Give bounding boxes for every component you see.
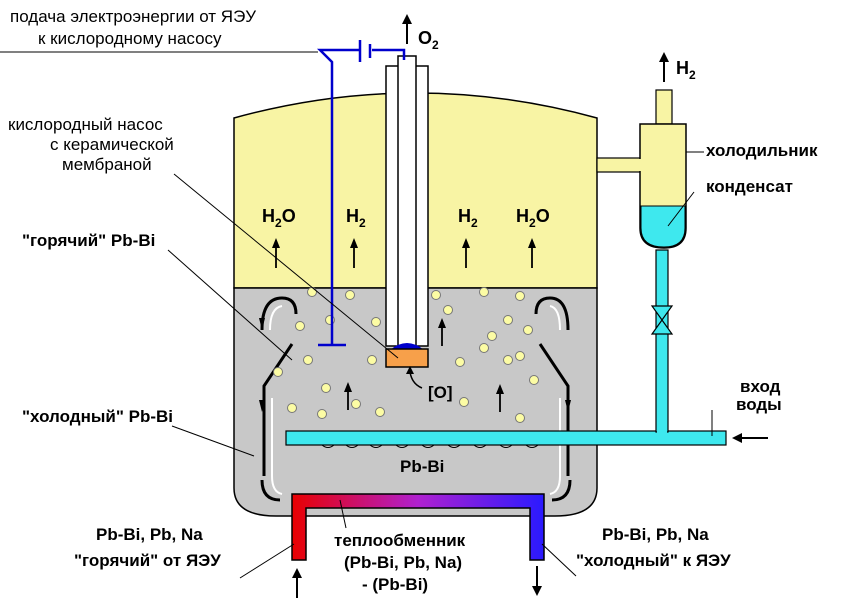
formula-gas-1: H2O	[262, 206, 296, 230]
label-inlet-left-1: Pb-Bi, Pb, Na	[96, 525, 203, 544]
label-heat-exchanger-2: (Pb-Bi, Pb, Na)	[344, 553, 462, 572]
formula-gas-2: H2	[346, 206, 366, 230]
label-heat-exchanger-1: теплообменник	[334, 531, 466, 550]
power-wire	[316, 48, 406, 347]
rising-arrows-melt	[347, 326, 501, 412]
flow-arrow-left-down	[259, 318, 265, 330]
leader-lines	[0, 51, 713, 579]
label-pump-2: с керамической	[50, 135, 174, 154]
heat-exchanger-tube	[291, 493, 545, 561]
label-cooler: холодильник	[706, 141, 818, 160]
label-water-inlet-1: вход	[740, 377, 781, 396]
circulation-right	[534, 296, 572, 502]
formula-h2-out: H2	[676, 58, 696, 82]
label-cold-pbbi: "холодный" Pb-Bi	[22, 407, 173, 426]
label-outlet-right-1: Pb-Bi, Pb, Na	[602, 525, 709, 544]
formula-gas-4: H2O	[516, 206, 550, 230]
ceramic-membrane	[385, 348, 429, 368]
pump-tube-inner	[397, 55, 417, 347]
cooler-neck	[655, 89, 673, 125]
label-hot-pbbi: "горячий" Pb-Bi	[22, 231, 155, 250]
water-riser	[655, 249, 669, 433]
label-condensate: конденсат	[706, 177, 793, 196]
formula-gas-3: H2	[458, 206, 478, 230]
circulation-right-white	[549, 305, 561, 495]
label-water-inlet-2: воды	[736, 395, 782, 414]
circulation-left-white	[269, 305, 283, 495]
label-pump-3: мембраной	[62, 155, 152, 174]
water-pipe	[285, 430, 727, 446]
label-pump-1: кислородный насос	[8, 115, 163, 134]
label-outlet-right-2: "холодный" к ЯЭУ	[576, 551, 731, 570]
label-power-supply-1: подача электроэнергии от ЯЭУ	[10, 7, 256, 26]
label-inlet-left-2: "горячий" от ЯЭУ	[74, 551, 221, 570]
valve	[650, 305, 674, 335]
formula-o2: O2	[418, 28, 439, 52]
label-power-supply-2: к кислородному насосу	[38, 29, 222, 48]
rising-arrows-gas	[275, 246, 533, 268]
condensate-level	[640, 205, 686, 248]
label-oxygen-ion: [O]	[428, 383, 453, 402]
flow-arrow-right-down	[565, 400, 571, 412]
circulation-left	[260, 296, 298, 502]
label-heat-exchanger-3: - (Pb-Bi)	[362, 575, 428, 594]
label-pbbi-center: Pb-Bi	[400, 457, 444, 476]
flow-arrow-left-bottom	[259, 400, 265, 412]
battery-symbol	[358, 40, 372, 62]
water-pipe-holes	[321, 444, 539, 448]
